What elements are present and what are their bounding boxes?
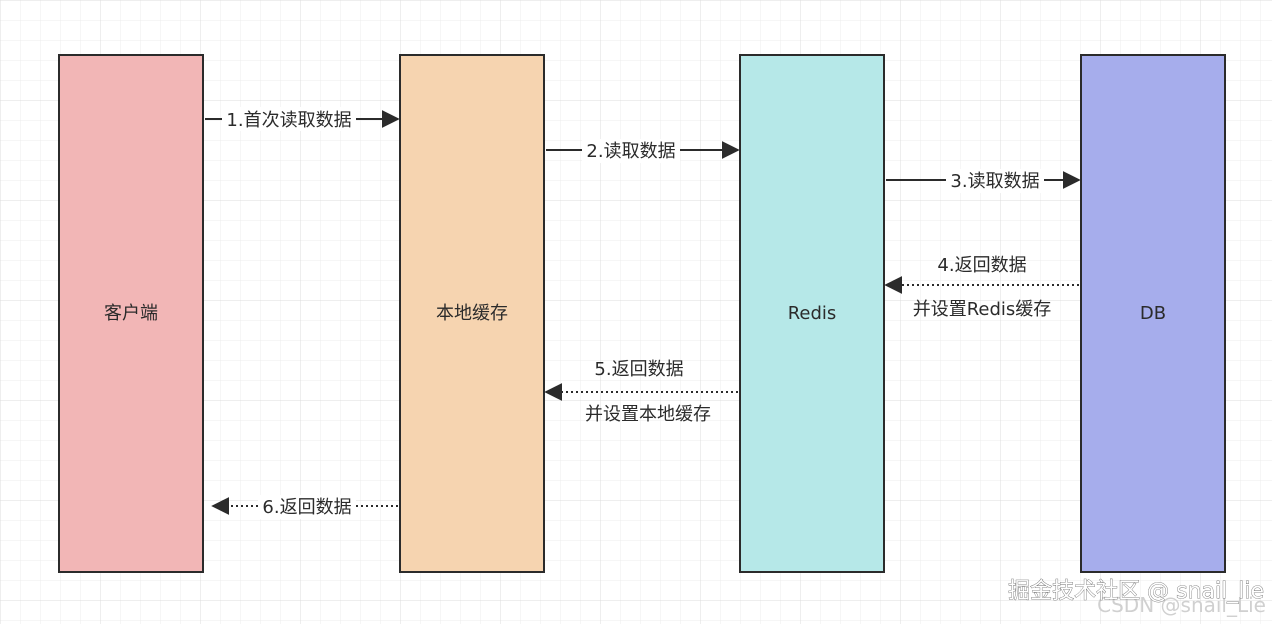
watermark-primary: 掘金技术社区 @ snail_lie — [1008, 579, 1264, 604]
lifeline-client: 客户端 — [58, 54, 204, 573]
lifeline-local-cache: 本地缓存 — [399, 54, 545, 573]
watermark-secondary: CSDN @snail_Lie — [1097, 593, 1266, 617]
lifeline-redis: Redis — [739, 54, 885, 573]
message-5: 5.返回数据 并设置本地缓存 — [544, 359, 738, 425]
lifeline-label-local-cache: 本地缓存 — [436, 303, 508, 324]
lifeline-box-client — [58, 54, 204, 573]
message-5-label-line-1: 5.返回数据 — [594, 359, 683, 380]
message-6-label-bg — [258, 495, 356, 519]
lifeline-db: DB — [1080, 54, 1226, 573]
message-3: 3.读取数据 — [886, 169, 1081, 193]
message-4: 4.返回数据 并设置Redis缓存 — [884, 255, 1079, 320]
message-6: 6.返回数据 — [211, 495, 398, 519]
message-2-label-bg — [582, 139, 680, 163]
message-1: 1.首次读取数据 — [205, 107, 400, 131]
lifeline-box-redis — [739, 54, 885, 573]
message-1-label: 1.首次读取数据 — [226, 110, 351, 131]
lifeline-box-local-cache — [399, 54, 545, 573]
message-6-label: 6.返回数据 — [262, 497, 351, 518]
message-2-label: 2.读取数据 — [586, 141, 675, 162]
message-5-label-line-2: 并设置本地缓存 — [585, 404, 711, 425]
message-4-label-line-2: 并设置Redis缓存 — [913, 299, 1052, 320]
message-1-label-bg — [222, 107, 356, 131]
lifeline-label-redis: Redis — [788, 303, 837, 324]
message-3-label-bg — [946, 169, 1044, 193]
message-4-label-line-1: 4.返回数据 — [937, 255, 1026, 276]
message-2: 2.读取数据 — [546, 139, 740, 163]
message-3-label: 3.读取数据 — [950, 171, 1039, 192]
lifeline-box-db — [1080, 54, 1226, 573]
lifeline-label-db: DB — [1140, 303, 1166, 324]
lifeline-label-client: 客户端 — [104, 303, 158, 324]
